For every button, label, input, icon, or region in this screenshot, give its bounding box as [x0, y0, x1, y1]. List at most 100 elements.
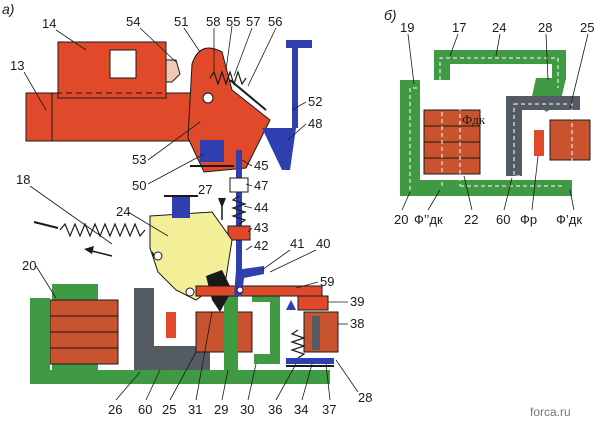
label-b-22: 22	[464, 212, 478, 227]
green-core-right	[224, 292, 238, 370]
label-42: 42	[254, 238, 268, 253]
b-red-insert	[534, 130, 544, 156]
coil-20-d	[49, 347, 119, 365]
red-beam	[25, 92, 205, 142]
label-29: 29	[214, 402, 228, 417]
label-40: 40	[316, 236, 330, 251]
label-52: 52	[308, 94, 322, 109]
label-b-19: 19	[400, 20, 414, 35]
plate-hole-2	[185, 287, 195, 297]
label-b-f1dk: Ф’дк	[556, 212, 582, 227]
label-24: 24	[116, 204, 130, 219]
b-leader-lines	[401, 33, 589, 211]
label-43: 43	[254, 220, 268, 235]
label-53: 53	[132, 152, 146, 167]
b-coil-22-d	[423, 157, 481, 175]
force-arrow-head	[84, 246, 94, 254]
label-b-fdk: Фдк	[462, 112, 486, 127]
label-b-fr: Фр	[520, 212, 537, 227]
lever-pivot	[202, 92, 214, 104]
label-41: 41	[290, 236, 304, 251]
label-30: 30	[240, 402, 254, 417]
label-39: 39	[350, 294, 364, 309]
label-55: 55	[226, 14, 240, 29]
panel-b-letter: б)	[384, 7, 397, 23]
label-48: 48	[308, 116, 322, 131]
spring-18-tail	[151, 251, 155, 257]
label-b-24: 24	[492, 20, 506, 35]
label-44: 44	[254, 200, 268, 215]
arm-56	[229, 79, 267, 111]
spring-18	[59, 222, 146, 238]
label-56: 56	[268, 14, 282, 29]
label-14: 14	[42, 16, 56, 31]
label-50: 50	[132, 178, 146, 193]
label-38: 38	[350, 316, 364, 331]
b-green-circuit	[400, 50, 572, 196]
label-51: 51	[174, 14, 188, 29]
b-coil-22-c	[423, 141, 481, 159]
label-b-f2dk: Ф’’дк	[414, 212, 443, 227]
label-31: 31	[188, 402, 202, 417]
coil-20-c	[49, 331, 119, 349]
coil-38	[303, 311, 339, 353]
green-u-30	[252, 292, 280, 364]
white-window	[109, 49, 137, 79]
label-20: 20	[22, 258, 36, 273]
blue-triangle	[286, 300, 296, 310]
label-b-17: 17	[452, 20, 466, 35]
gray-frame	[134, 288, 210, 370]
coil-20-a	[49, 299, 119, 317]
watermark: forca.ru	[530, 405, 571, 419]
label-37: 37	[322, 402, 336, 417]
red-insert	[166, 312, 176, 338]
label-18: 18	[16, 172, 30, 187]
panel-a-letter: а)	[2, 1, 14, 17]
pivot-stand	[200, 140, 224, 162]
leader-lines-a	[23, 25, 359, 401]
label-59: 59	[320, 274, 334, 289]
label-b-60: 60	[496, 212, 510, 227]
panel-a	[23, 25, 359, 401]
red-contact-bar	[195, 285, 323, 297]
blue-bracket	[286, 40, 312, 128]
label-25: 25	[162, 402, 176, 417]
label-54: 54	[126, 14, 140, 29]
label-60: 60	[138, 402, 152, 417]
blue-base-34	[286, 358, 334, 364]
link-pin	[236, 286, 244, 294]
rod-block-47	[229, 177, 249, 193]
label-b-20: 20	[394, 212, 408, 227]
b-coil-right	[549, 119, 591, 161]
hook-contact	[165, 59, 181, 83]
label-13: 13	[10, 58, 24, 73]
label-58: 58	[206, 14, 220, 29]
plate-hole-1	[153, 251, 163, 261]
label-45: 45	[254, 158, 268, 173]
spring-18-end	[33, 221, 59, 229]
b-gray-frame	[506, 96, 580, 176]
spring-36	[290, 329, 306, 359]
label-47: 47	[254, 178, 268, 193]
spring-top	[209, 70, 247, 86]
rod-spring-44	[231, 195, 247, 225]
blue-wedge	[262, 128, 296, 170]
coil-20-b	[49, 315, 119, 333]
plate-support	[172, 196, 190, 218]
label-36: 36	[268, 402, 282, 417]
b-flux-paths	[409, 57, 573, 190]
label-28: 28	[358, 390, 372, 405]
green-circuit	[30, 370, 330, 384]
green-uprights	[30, 298, 50, 370]
label-57: 57	[246, 14, 260, 29]
coil-38-core	[312, 316, 320, 350]
b-coil-22-b	[423, 125, 481, 143]
label-27: 27	[198, 182, 212, 197]
blue-rod	[236, 150, 242, 280]
label-26: 26	[108, 402, 122, 417]
panel-b	[400, 33, 591, 211]
label-34: 34	[294, 402, 308, 417]
contact-39	[297, 295, 329, 311]
label-b-28: 28	[538, 20, 552, 35]
